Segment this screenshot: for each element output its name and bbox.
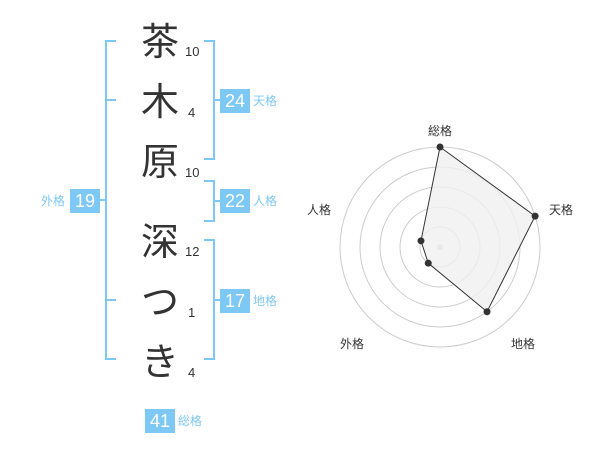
name-char-3: 原 (140, 140, 179, 184)
tenkaku-label: 天格 (253, 94, 278, 108)
name-char-6: き (140, 340, 179, 384)
chikaku-score: 17 (220, 289, 250, 313)
brackets (96, 40, 220, 360)
gaikaku-bracket (105, 40, 116, 360)
radar-point-gaikaku (424, 259, 432, 267)
radar-chart (339, 143, 541, 348)
jinkaku-label: 人格 (253, 194, 278, 208)
stroke-count-6: 4 (188, 365, 196, 380)
radar-point-jinkaku (417, 237, 425, 245)
jinkaku-bracket (204, 180, 215, 222)
jinkaku-score: 22 (220, 189, 250, 213)
soukaku-label: 総格 (178, 414, 203, 428)
soukaku-score: 41 (145, 409, 175, 433)
tenkaku-bracket (204, 40, 215, 160)
radar-point-soukaku (436, 143, 444, 151)
stroke-count-1: 10 (185, 44, 200, 59)
radar-label-gaikaku: 外格 (340, 337, 365, 351)
radar-label-soukaku: 総格 (428, 124, 453, 138)
stroke-count-4: 12 (185, 244, 200, 259)
radar-point-tenkaku (531, 212, 539, 220)
name-char-5: つ (140, 280, 179, 324)
name-char-1: 茶 (140, 20, 179, 64)
radar-point-chikaku (483, 308, 491, 316)
radar-label-jinkaku: 人格 (307, 203, 332, 217)
radar-label-tenkaku: 天格 (549, 203, 574, 217)
chikaku-bracket (204, 239, 215, 360)
stroke-count-3: 10 (185, 165, 200, 180)
gaikaku-label: 外格 (41, 194, 66, 208)
chikaku-label: 地格 (253, 294, 278, 308)
stroke-count-5: 1 (188, 305, 196, 320)
radar-label-chikaku: 地格 (511, 337, 536, 351)
name-char-2: 木 (140, 80, 179, 124)
radar-area (420, 146, 536, 313)
name-char-4: 深 (140, 220, 179, 264)
tenkaku-score: 24 (220, 89, 250, 113)
stroke-count-2: 4 (188, 105, 196, 120)
gaikaku-score: 19 (70, 189, 100, 213)
